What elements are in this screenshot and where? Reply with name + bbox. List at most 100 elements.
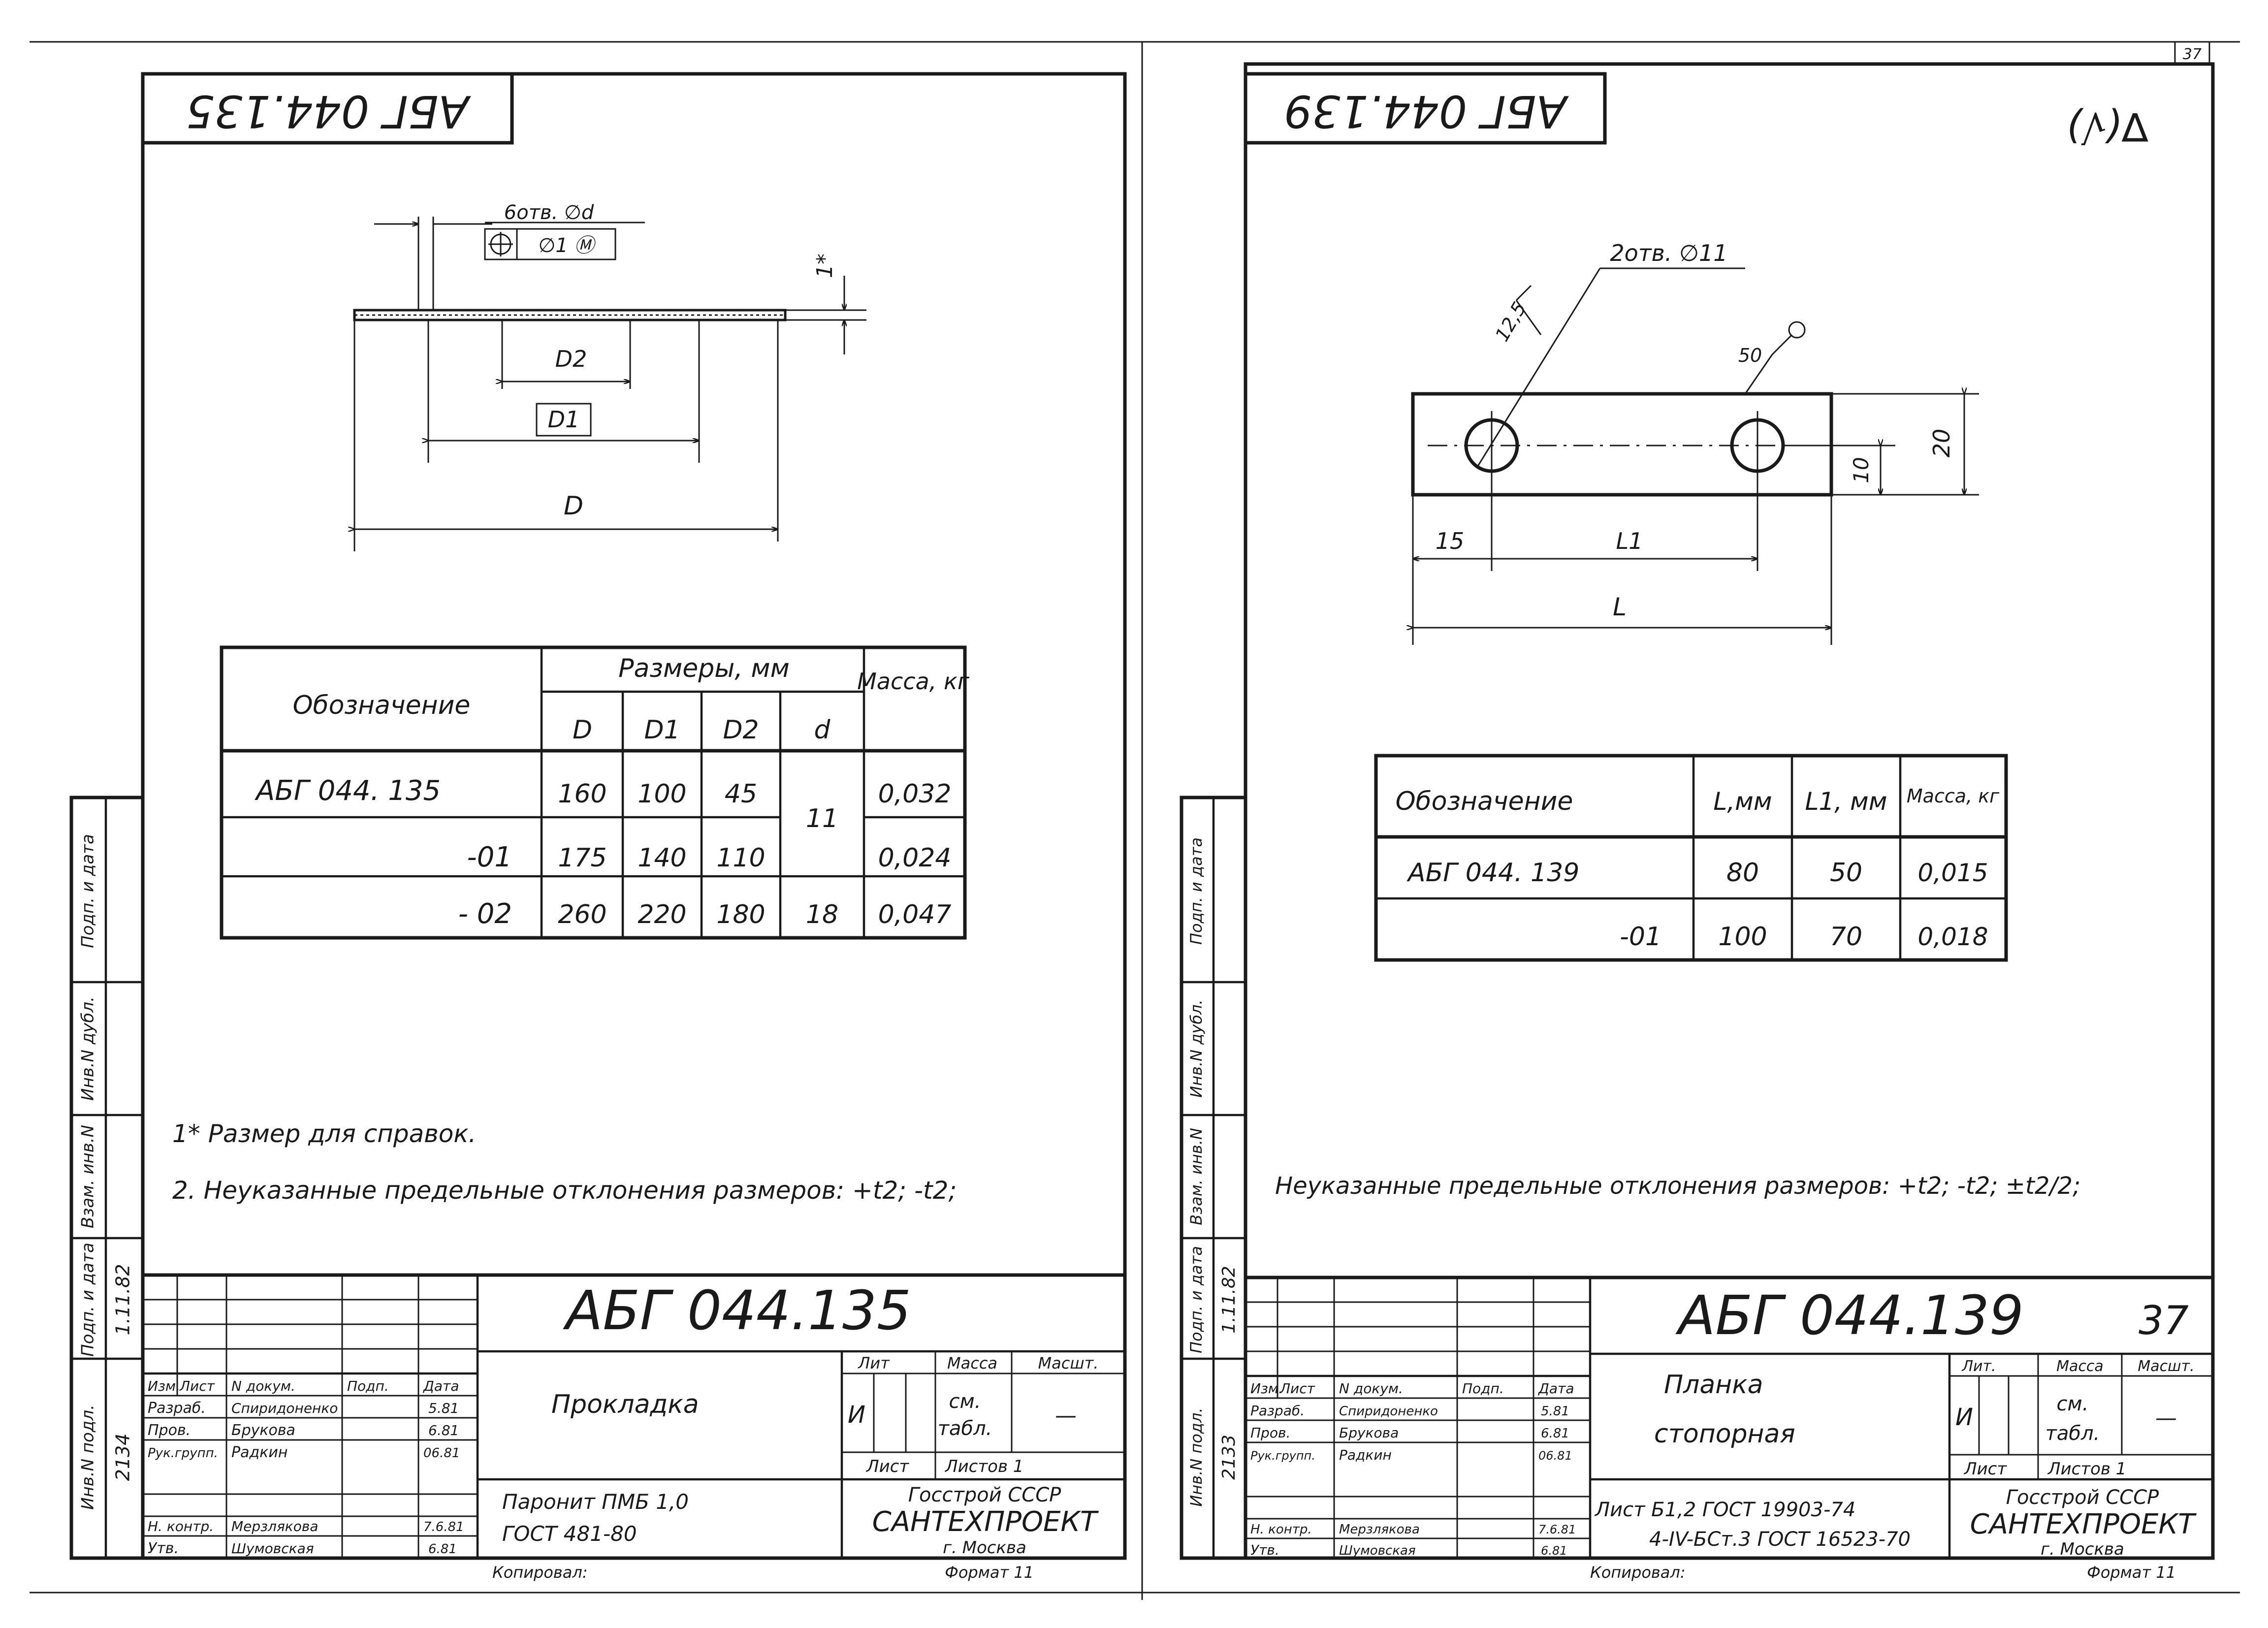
right-tb-name-1-line: Планка [1664, 1370, 1763, 1400]
left-note-2: 2. Неуказанные предельные отклонения раз… [172, 1176, 957, 1205]
left-tb-name-2: Брукова [231, 1422, 295, 1439]
left-row-d1: 100 [638, 779, 686, 809]
left-tb-org-1: Госстрой СССР [908, 1484, 1061, 1506]
left-tb-code: АБГ 044.135 [563, 1279, 911, 1342]
right-tb-sheet-label: Лист [1963, 1459, 2007, 1479]
right-row-l: 100 [1718, 922, 1767, 952]
right-tb-date-4: 7.6.81 [1538, 1523, 1576, 1536]
dim-d2-label: D2 [555, 346, 587, 372]
left-row-d: 160 [558, 779, 607, 809]
left-tb-scale-value: — [1055, 1403, 1077, 1428]
right-roughness-callout: 50 [1738, 345, 1762, 366]
right-tb-material-1: Лист Б1,2 ГОСТ 19903-74 [1594, 1499, 1855, 1521]
left-stamp-code-box: АБГ 044.135 [141, 72, 514, 145]
left-copied-label: Копировал: [492, 1563, 588, 1582]
right-tb-name-4: Мерзлякова [1339, 1522, 1420, 1537]
left-row-d2: 45 [725, 779, 757, 809]
right-holes-note: 2отв. ∅11 [1610, 240, 1727, 266]
right-side-replace-inv: Взам. инв.N [1187, 1128, 1206, 1225]
right-tb-name-2-line: стопорная [1654, 1419, 1795, 1449]
right-tb-material-2: 4-IV-БСт.3 ГОСТ 16523-70 [1649, 1528, 1911, 1551]
right-tb-role-3: Рук.групп. [1250, 1449, 1315, 1463]
right-col-designation: Обозначение [1396, 787, 1573, 816]
right-tb-lit-value: И [1955, 1404, 1973, 1431]
dim-d-label: D [564, 491, 583, 521]
right-tb-role-4: Н. контр. [1250, 1522, 1312, 1537]
left-row-mass: 0,024 [878, 843, 952, 873]
right-tb-mass-value-2: табл. [2045, 1422, 2100, 1445]
right-side-stamp: Подп. и дата Инв.N дубл. Взам. инв.N Под… [1180, 796, 1247, 1560]
plate-drawing: 2отв. ∅11 12,5 50 20 10 15 [1413, 240, 1979, 645]
left-tb-role-1: Разраб. [148, 1400, 206, 1417]
left-col-sizes: Размеры, мм [618, 654, 790, 683]
left-tolerance-value: ∅1 Ⓜ [538, 234, 597, 257]
right-copied-label: Копировал: [1590, 1563, 1686, 1582]
right-tb-name-2: Брукова [1339, 1425, 1399, 1441]
left-tb-date-4: 7.6.81 [423, 1520, 464, 1534]
left-tb-date-3: 06.81 [423, 1446, 460, 1461]
left-tb-lit-label: Лит [858, 1354, 890, 1373]
right-sheet: АБГ 044.139 ∇(√) 2отв. ∅11 12,5 50 [1180, 62, 2215, 1582]
right-side-sign-date: Подп. и дата [1187, 1246, 1206, 1353]
page-number: 37 [2183, 46, 2202, 63]
left-side-inv-orig: Инв.N подл. [78, 1405, 98, 1510]
right-row-mass: 0,015 [1917, 859, 1988, 887]
left-format-label: Формат 11 [945, 1563, 1034, 1582]
right-tb-org-1: Госстрой СССР [2006, 1486, 2159, 1509]
left-tb-sheet-label: Лист [865, 1457, 909, 1476]
left-tb-mass-value-2: табл. [938, 1417, 992, 1440]
left-row-designation: -01 [467, 841, 512, 873]
right-row-l1: 70 [1830, 922, 1862, 952]
right-stamp-code: АБГ 044.139 [1284, 85, 1569, 137]
right-chamfer-label: 12,5 [1491, 298, 1531, 345]
left-note-1: 1* Размер для справок. [172, 1119, 476, 1148]
right-row-l1: 50 [1830, 858, 1862, 888]
left-title-block: Изм. Лист N докум. Подп. Дата Разраб. Сп… [141, 1273, 1127, 1560]
left-tb-sheets-label: Листов 1 [944, 1457, 1023, 1476]
right-side-inv-orig-val: 2133 [1219, 1435, 1239, 1480]
right-tb-name-1: Спиридоненко [1339, 1404, 1438, 1419]
right-tb-org-3: г. Москва [2041, 1539, 2124, 1559]
left-side-sign-date-val: 1.11.82 [112, 1264, 134, 1335]
left-side-inv-orig-val: 2134 [112, 1434, 134, 1481]
left-row-d1: 220 [638, 900, 686, 929]
right-tb-name-5: Шумовская [1339, 1543, 1416, 1558]
left-col-d: D [573, 715, 592, 745]
left-tb-mass-value-1: см. [949, 1390, 981, 1413]
left-tb-material-2: ГОСТ 481-80 [502, 1522, 637, 1546]
right-col-mass: Масса, кг [1907, 785, 2000, 807]
left-tb-date-0: Дата [422, 1378, 459, 1394]
left-tb-doc-0: N докум. [231, 1378, 295, 1394]
right-dim-l: L [1613, 593, 1627, 621]
left-side-replace-inv: Взам. инв.N [78, 1125, 98, 1228]
left-col-mass: Масса, кг [857, 668, 970, 695]
right-tb-sign-0: Подп. [1462, 1380, 1504, 1397]
left-col-d2: D2 [723, 715, 759, 745]
page-number-box: 37 [2174, 41, 2210, 65]
right-tb-code: АБГ 044.139 [1675, 1284, 2024, 1347]
left-tb-name-5: Шумовская [231, 1540, 314, 1557]
right-tb-date-2: 6.81 [1541, 1426, 1569, 1441]
left-tb-role-3: Рук.групп. [148, 1446, 218, 1461]
left-tb-lit-value: И [848, 1401, 865, 1429]
right-tb-name-0: Лист [1279, 1380, 1315, 1397]
left-side-sign-date: Подп. и дата [78, 1243, 98, 1357]
right-tb-sheets-label: Листов 1 [2047, 1459, 2126, 1479]
left-sheet: АБГ 044.135 D2 D1 D [69, 72, 1127, 1582]
right-side-inv-dup: Инв.N дубл. [1187, 999, 1206, 1097]
left-tb-date-1: 5.81 [428, 1400, 459, 1416]
right-tb-date-1: 5.81 [1541, 1404, 1569, 1419]
left-side-inv-dup: Инв.N дубл. [78, 996, 98, 1101]
left-tb-name-4: Мерзлякова [231, 1518, 319, 1534]
left-table: Обозначение Размеры, мм Масса, кг D D1 D… [220, 645, 970, 940]
right-note-1: Неуказанные предельные отклонения размер… [1275, 1172, 2080, 1200]
right-roughness-mark: ∇(√) [2066, 104, 2149, 150]
left-tb-mass-label: Масса [947, 1354, 997, 1373]
dim-thickness-label: 1* [812, 254, 837, 278]
left-row-d: 175 [558, 843, 607, 873]
right-tb-doc-0: N докум. [1339, 1380, 1403, 1397]
right-side-sign-date2: Подп. и дата [1187, 837, 1206, 945]
right-tb-scale-value: — [2155, 1405, 2177, 1431]
right-tb-date-0: Дата [1537, 1380, 1574, 1397]
